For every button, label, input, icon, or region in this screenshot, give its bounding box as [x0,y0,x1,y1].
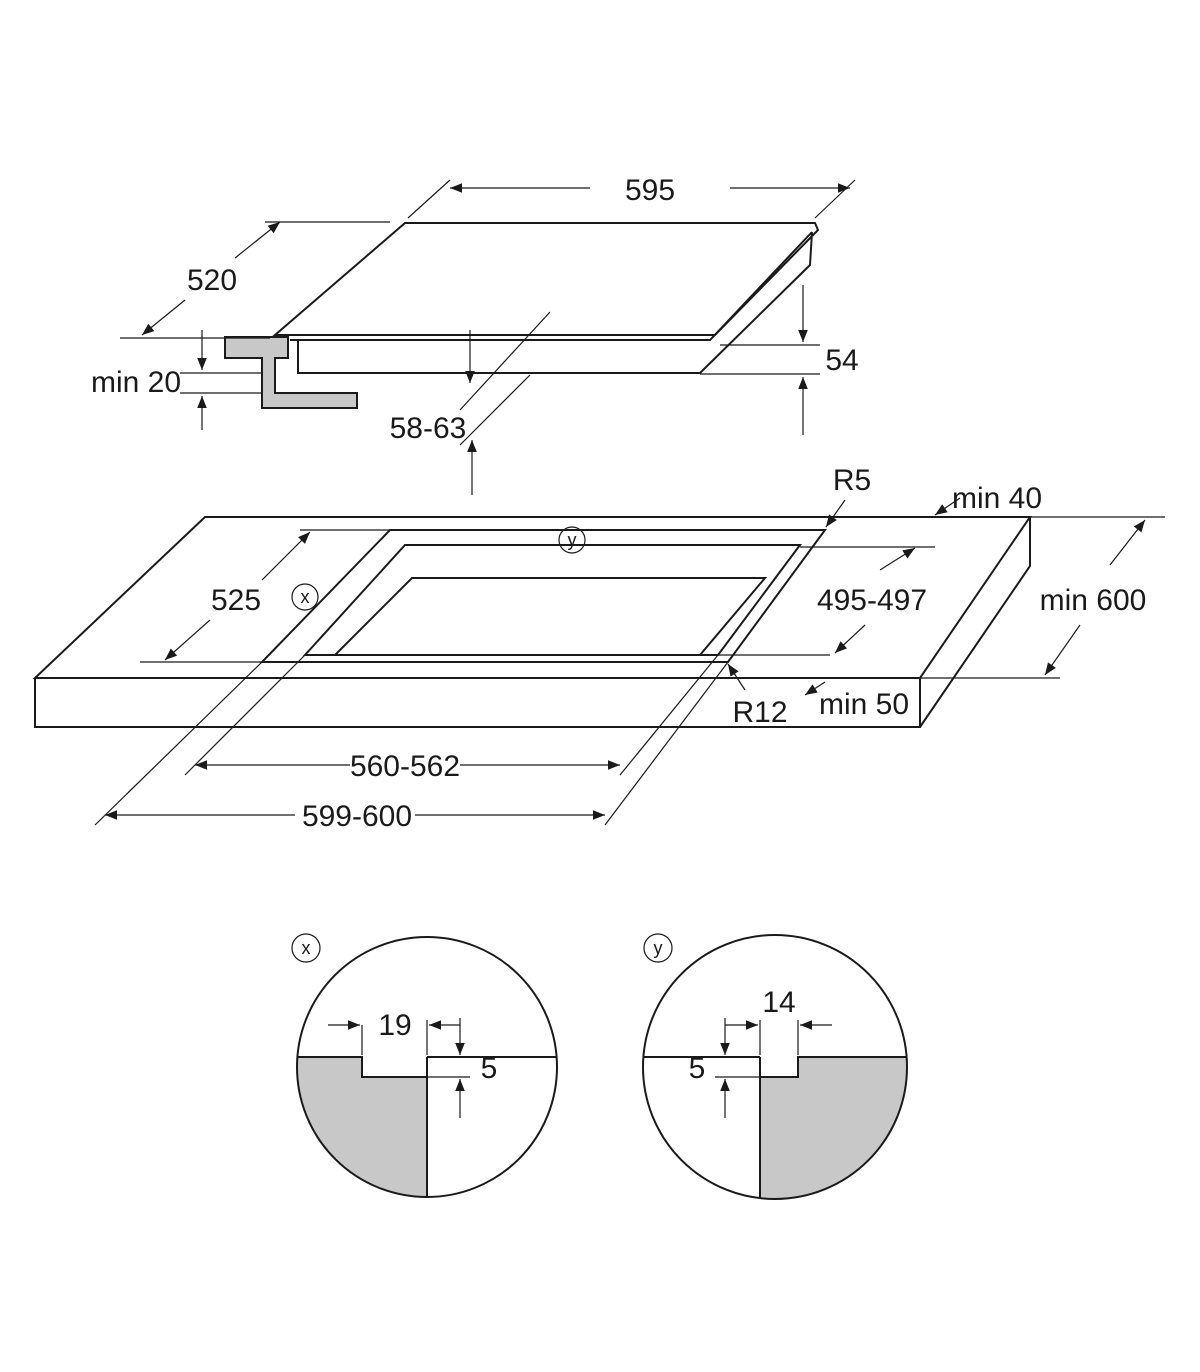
detail-y-badge [643,933,673,963]
detail-x-marker-label: x [301,587,310,607]
detail-x-width-label: 19 [378,1009,411,1042]
cutout-inner [332,577,768,656]
hob-depth-label: 520 [187,264,237,297]
r12-label: R12 [732,696,787,729]
detail-y-depth-label: 5 [689,1052,706,1085]
hob-glass-top [272,222,820,336]
hob-drawing: 595 520 min 20 54 58-63 [91,174,859,495]
detail-y-width-label: 14 [762,986,795,1019]
worktop-drawing: R5 min 40 525 x y 495-497 min 600 R12 mi… [32,464,1165,833]
detail-y-marker-label: y [568,530,577,550]
cutout-depth-label: 525 [211,584,261,617]
hob-width-label: 595 [625,174,675,207]
inner-width-label: 560-562 [350,750,460,783]
detail-x-marker [291,583,319,611]
detail-x-circle [296,936,558,1198]
hob-height-label: 54 [825,344,858,377]
detail-x-badge-label: x [302,938,311,958]
detail-x-badge [291,933,321,963]
min-20-label: min 20 [91,366,181,399]
hob-body [290,231,813,374]
min-40-label: min 40 [952,482,1042,515]
worktop-front [34,517,1031,728]
depth-below-label: 58-63 [390,412,467,445]
worktop-depth-label: min 600 [1040,584,1147,617]
cutout-rebate [302,544,802,656]
r5-label: R5 [833,464,871,497]
detail-y: y 14 5 [642,933,908,1200]
detail-y-badge-label: y [654,938,663,958]
worktop-section [224,336,358,409]
detail-y-marker [558,526,586,554]
detail-x: x 19 5 [291,933,558,1198]
detail-y-circle [642,934,908,1200]
min-50-label: min 50 [819,688,909,721]
inner-depth-label: 495-497 [817,584,927,617]
detail-x-depth-label: 5 [481,1052,498,1085]
outer-width-label: 599-600 [302,800,412,833]
